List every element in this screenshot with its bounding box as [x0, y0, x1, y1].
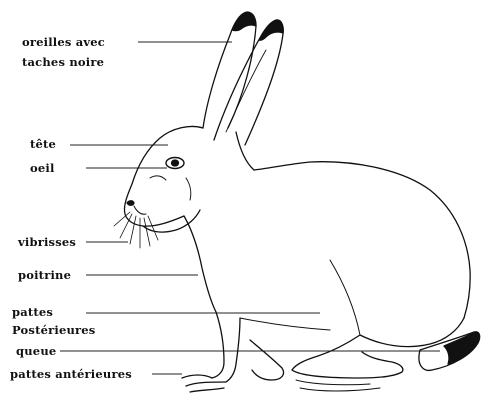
nose [127, 201, 134, 206]
hind-foot [292, 352, 403, 378]
second-hind-foot [250, 340, 284, 380]
haunch-outline [360, 318, 464, 347]
hind-leg-outline [292, 335, 360, 370]
hind-legs-label-line2: Postérieures [12, 323, 95, 337]
face-marking [150, 176, 166, 180]
thigh-line [330, 260, 360, 335]
eye-pupil [172, 160, 179, 166]
ears-label-line2: taches noire [22, 55, 104, 69]
back-ear [203, 13, 256, 128]
head-label: tête [30, 137, 56, 151]
front-leg-outline [212, 312, 224, 378]
front-ear-inner [226, 50, 266, 132]
hare-drawing [114, 12, 480, 392]
whiskers-label: vibrisses [18, 235, 76, 249]
eye-label: oeil [30, 161, 55, 175]
tail-label: queue [16, 344, 56, 358]
chest-label: poitrine [18, 268, 71, 282]
back-outline [254, 162, 470, 318]
face-marking-2 [186, 178, 191, 200]
ears-label-line1: oreilles avec [22, 35, 105, 49]
belly-line [240, 318, 330, 330]
hind-legs-label-line1: pattes [12, 305, 53, 319]
front-leg-inner [226, 318, 240, 382]
mouth [134, 206, 146, 214]
front-ear-tip [259, 20, 283, 40]
hind-foot-toes [296, 380, 380, 391]
front-legs-label: pattes antérieures [10, 367, 132, 381]
head-outline [124, 126, 203, 226]
back-ear-tip [232, 12, 256, 31]
front-paw [182, 375, 226, 392]
neck-back [236, 132, 254, 170]
chest-outline [184, 216, 216, 312]
